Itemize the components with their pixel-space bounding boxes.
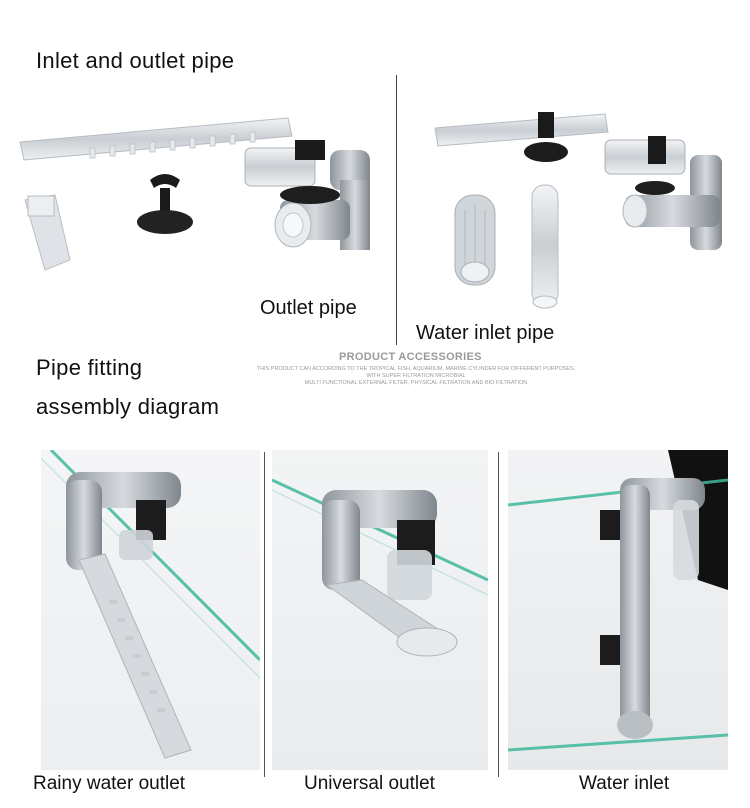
outlet-parts-photo [10, 100, 390, 300]
caption-rainy-water-outlet: Rainy water outlet [33, 773, 186, 794]
inlet-parts-photo [420, 100, 740, 320]
photo-water-inlet [508, 450, 728, 770]
photo-universal-outlet [272, 450, 488, 770]
top-divider [396, 75, 397, 345]
heading-assembly-diagram: assembly diagram [36, 394, 220, 419]
photo-rainy-water-outlet [41, 450, 260, 770]
caption-water-inlet-pipe: Water inlet pipe [416, 322, 555, 344]
bottom-divider-2 [498, 452, 499, 777]
accessories-line-3: MULTI FUNCTIONAL EXTERNAL FILTER, PHYSIC… [304, 380, 528, 386]
caption-water-inlet: Water inlet [579, 773, 670, 794]
accessories-title: PRODUCT ACCESSORIES [339, 351, 482, 363]
accessories-line-1: THIS PRODUCT CAN ACCORDING TO THE TROPIC… [256, 366, 576, 372]
accessories-line-2: WITH SUPER FILTRATION MICROBIAL [366, 373, 466, 379]
bottom-divider-1 [264, 452, 265, 777]
heading-pipe-fitting: Pipe fitting [36, 355, 143, 380]
heading-inlet-outlet: Inlet and outlet pipe [36, 48, 235, 73]
caption-universal-outlet: Universal outlet [304, 773, 435, 794]
caption-outlet-pipe: Outlet pipe [260, 297, 357, 319]
